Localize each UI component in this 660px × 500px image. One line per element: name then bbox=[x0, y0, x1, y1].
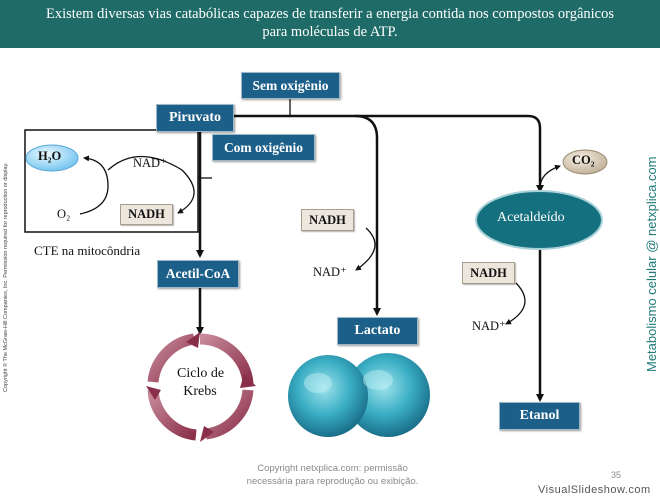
h2o-label: H₂O bbox=[38, 149, 62, 163]
right-brand-vertical: Metabolismo celular @ netxplica.com bbox=[644, 156, 659, 372]
metabolism-diagram: Sem oxigênio Piruvato Com oxigênio Aceti… bbox=[0, 48, 660, 500]
krebs-label-line-1: Ciclo de bbox=[177, 366, 225, 381]
cte-o2-curve bbox=[79, 155, 109, 215]
co2-release-arrow bbox=[539, 164, 561, 189]
krebs-cycle-ring bbox=[146, 332, 256, 442]
footer-copyright-line-1: Copyright netxplica.com: permissão bbox=[257, 463, 408, 474]
cte-o2-label: O₂ bbox=[57, 207, 71, 221]
cte-caption: CTE na mitocôndria bbox=[34, 243, 141, 258]
diagram-connectors bbox=[24, 98, 608, 442]
co2-ellipse bbox=[562, 149, 608, 175]
cte-nad-plus-label: NAD⁺ bbox=[133, 156, 167, 170]
lactate-nadh-curve bbox=[355, 227, 376, 271]
footer-copyright-line-2: necessária para reprodução ou exibição. bbox=[246, 476, 419, 487]
slide-title-line-1: Existem diversas vias catabólicas capaze… bbox=[46, 6, 614, 22]
lactate-nad-plus-label: NAD⁺ bbox=[313, 265, 347, 279]
co2-label: CO₂ bbox=[572, 153, 595, 167]
page-number: 35 bbox=[611, 470, 622, 480]
lactato-box: Lactato bbox=[337, 317, 418, 345]
yeast-cells-image bbox=[288, 353, 430, 437]
etanol-box: Etanol bbox=[499, 402, 580, 430]
watermark: VisualSlideshow.com bbox=[538, 484, 651, 496]
cte-nadh-box: NADH bbox=[120, 204, 173, 225]
ethanol-nadh-curve bbox=[505, 282, 526, 325]
sem-oxigenio-box: Sem oxigênio bbox=[241, 72, 340, 99]
ethanol-nad-plus-label: NAD⁺ bbox=[472, 319, 506, 333]
krebs-label-line-2: Krebs bbox=[183, 384, 217, 399]
h2o-ellipse bbox=[25, 144, 79, 172]
footer-copyright: Copyright netxplica.com: permissão neces… bbox=[240, 462, 425, 488]
left-copyright-vertical: Copyright © The McGraw-Hill Companies, I… bbox=[3, 162, 9, 392]
main-horizontal-line bbox=[234, 114, 542, 129]
cte-nadh-curve bbox=[107, 155, 195, 214]
slide-title: Existem diversas vias catabólicas capaze… bbox=[0, 0, 660, 48]
lactate-nadh-box: NADH bbox=[301, 209, 354, 231]
acetil-coa-box: Acetil-CoA bbox=[157, 260, 239, 288]
slide-title-line-2: para moléculas de ATP. bbox=[262, 24, 398, 40]
ethanol-nadh-box: NADH bbox=[462, 262, 515, 284]
acetaldehyde-label: Acetaldeído bbox=[497, 210, 565, 225]
cte-box-outline bbox=[24, 129, 199, 233]
com-oxigenio-box: Com oxigênio bbox=[212, 134, 315, 161]
lactate-branch bbox=[354, 114, 381, 316]
acetaldehyde-ellipse bbox=[475, 190, 603, 250]
piruvato-box: Piruvato bbox=[156, 104, 234, 132]
